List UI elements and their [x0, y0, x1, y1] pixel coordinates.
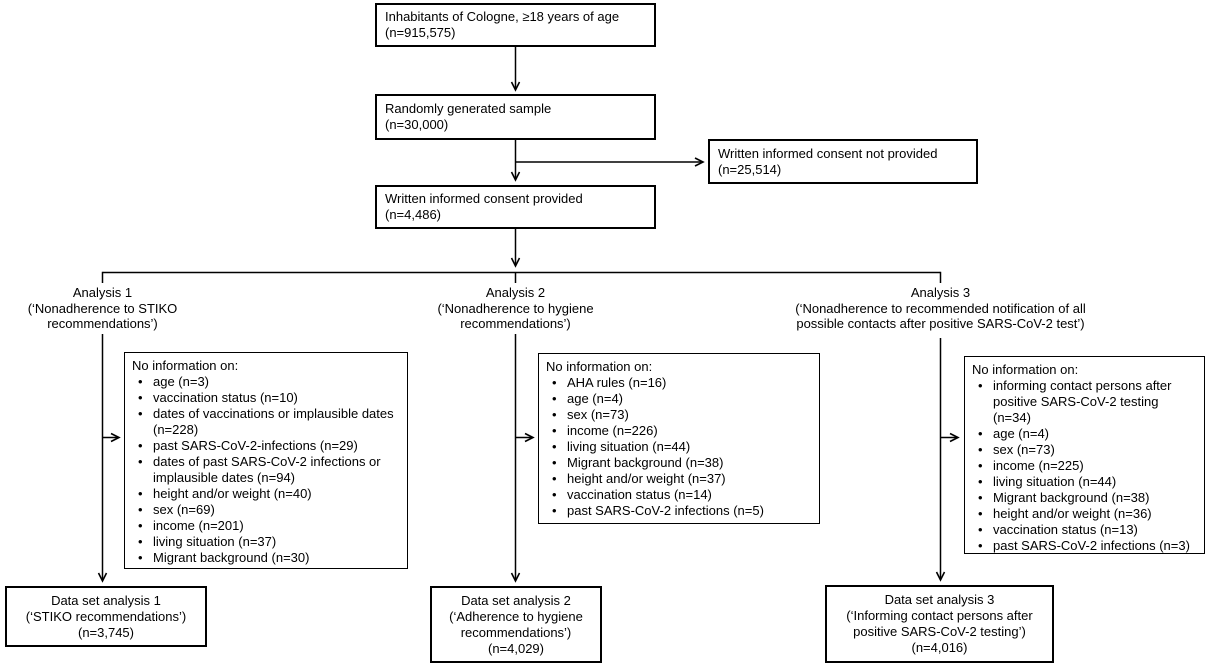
exclusion-item: vaccination status (n=14) — [546, 487, 813, 503]
exclusion-item: height and/or weight (n=36) — [972, 506, 1198, 522]
analysis3-exclusion-box: No information on: informing contact per… — [964, 356, 1205, 554]
consent-provided-box: Written informed consent provided (n=4,4… — [375, 185, 656, 229]
analysis2-exclusion-box: No information on: AHA rules (n=16)age (… — [538, 353, 820, 524]
exclusion-item: past SARS-CoV-2-infections (n=29) — [132, 438, 401, 454]
exclusion-item: sex (n=73) — [972, 442, 1198, 458]
exclusion-item: age (n=3) — [132, 374, 401, 390]
exclusion-item: living situation (n=44) — [972, 474, 1198, 490]
exclusion-item: Migrant background (n=30) — [132, 550, 401, 566]
exclusion-item: informing contact persons after positive… — [972, 378, 1198, 426]
exclusion-title: No information on: — [972, 362, 1079, 377]
dataset3-box: Data set analysis 3 (‘Informing contact … — [825, 585, 1054, 663]
exclusion-item: living situation (n=44) — [546, 439, 813, 455]
exclusion-item: dates of past SARS-CoV-2 infections or i… — [132, 454, 401, 486]
population-box: Inhabitants of Cologne, ≥18 years of age… — [375, 3, 656, 47]
exclusion-item: age (n=4) — [972, 426, 1198, 442]
exclusion-item: past SARS-CoV-2 infections (n=3) — [972, 538, 1198, 554]
exclusion-item: Migrant background (n=38) — [546, 455, 813, 471]
analysis3-heading: Analysis 3 (‘Nonadherence to recommended… — [795, 285, 1086, 331]
exclusion-item: AHA rules (n=16) — [546, 375, 813, 391]
exclusion-item: Migrant background (n=38) — [972, 490, 1198, 506]
consent-not-provided-box: Written informed consent not provided (n… — [708, 139, 978, 184]
sample-box: Randomly generated sample (n=30,000) — [375, 94, 656, 140]
exclusion-item: sex (n=73) — [546, 407, 813, 423]
exclusion-list: informing contact persons after positive… — [972, 378, 1198, 554]
exclusion-item: income (n=201) — [132, 518, 401, 534]
exclusion-title: No information on: — [546, 359, 653, 374]
exclusion-item: age (n=4) — [546, 391, 813, 407]
analysis1-exclusion-box: No information on: age (n=3)vaccination … — [124, 352, 408, 569]
exclusion-item: vaccination status (n=10) — [132, 390, 401, 406]
exclusion-item: living situation (n=37) — [132, 534, 401, 550]
analysis1-heading: Analysis 1 (‘Nonadherence to STIKO recom… — [27, 285, 178, 331]
exclusion-list: AHA rules (n=16)age (n=4)sex (n=73)incom… — [546, 375, 813, 519]
exclusion-item: income (n=225) — [972, 458, 1198, 474]
exclusion-item: dates of vaccinations or implausible dat… — [132, 406, 401, 438]
exclusion-title: No information on: — [132, 358, 239, 373]
exclusion-item: vaccination status (n=13) — [972, 522, 1198, 538]
dataset2-box: Data set analysis 2 (‘Adherence to hygie… — [430, 586, 602, 663]
exclusion-item: sex (n=69) — [132, 502, 401, 518]
exclusion-item: past SARS-CoV-2 infections (n=5) — [546, 503, 813, 519]
dataset1-box: Data set analysis 1 (‘STIKO recommendati… — [5, 586, 207, 647]
exclusion-list: age (n=3)vaccination status (n=10)dates … — [132, 374, 401, 566]
exclusion-item: height and/or weight (n=40) — [132, 486, 401, 502]
exclusion-item: income (n=226) — [546, 423, 813, 439]
analysis2-heading: Analysis 2 (‘Nonadherence to hygiene rec… — [437, 285, 594, 331]
exclusion-item: height and/or weight (n=37) — [546, 471, 813, 487]
